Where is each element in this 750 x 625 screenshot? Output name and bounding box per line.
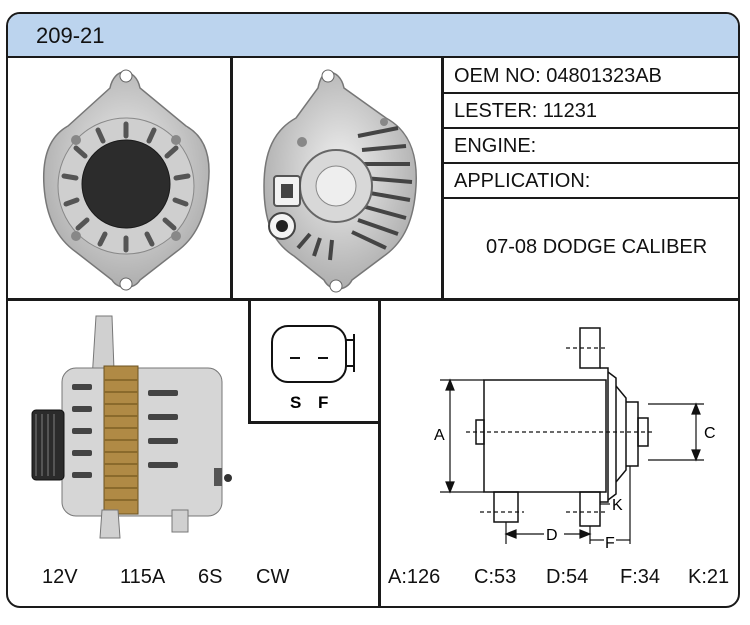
- rotation-spec: CW: [256, 566, 290, 588]
- divider: [248, 299, 251, 423]
- application-label: APPLICATION:: [454, 170, 591, 192]
- divider: [441, 197, 738, 199]
- dim-letter-d: D: [546, 527, 558, 544]
- oem-number: OEM NO: 04801323AB: [454, 65, 662, 87]
- dimension-k-value: K:21: [688, 566, 730, 588]
- title-bar: 209-21: [8, 14, 738, 58]
- pulley-spec: 6S: [198, 566, 223, 588]
- product-card: 209-21 OEM NO: 04801323AB LESTER: 11231 …: [6, 12, 740, 608]
- divider: [230, 58, 233, 299]
- divider: [378, 299, 381, 606]
- amperage-spec: 115A: [120, 566, 166, 588]
- connector-diagram: S F: [271, 325, 355, 412]
- divider: [8, 298, 738, 301]
- pin-s-label: S: [290, 393, 301, 412]
- dimension-d-value: D:54: [546, 566, 589, 588]
- alternator-side-view-image: [31, 315, 232, 539]
- voltage-spec: 12V: [42, 566, 78, 588]
- lester-number: LESTER: 11231: [454, 100, 598, 122]
- dimension-diagram: A C D F K: [434, 327, 716, 552]
- divider: [441, 92, 738, 94]
- dimension-f-value: F:34: [620, 566, 661, 588]
- dimension-c-value: C:53: [474, 566, 517, 588]
- application-value: 07-08 DODGE CALIBER: [486, 236, 708, 258]
- alternator-front-view-image: [263, 69, 417, 293]
- engine-label: ENGINE:: [454, 135, 537, 157]
- divider: [248, 421, 380, 424]
- dim-letter-f: F: [605, 535, 615, 552]
- dim-letter-c: C: [704, 425, 716, 442]
- divider: [441, 162, 738, 164]
- divider: [441, 127, 738, 129]
- dimension-a-value: A:126: [388, 566, 441, 588]
- alternator-rear-view-image: [42, 69, 210, 291]
- part-number-title: 209-21: [36, 23, 105, 48]
- pin-f-label: F: [318, 393, 328, 412]
- dim-letter-k: K: [612, 497, 623, 514]
- dim-letter-a: A: [434, 427, 445, 444]
- divider: [441, 58, 444, 299]
